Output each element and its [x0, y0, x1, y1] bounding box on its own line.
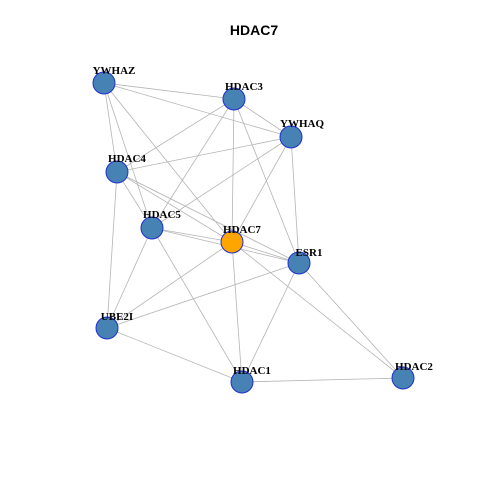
edge-hdac7-hdac1	[231, 241, 243, 383]
node-hdac2[interactable]	[391, 366, 415, 390]
edge-hdac4-esr1	[116, 171, 300, 264]
edge-esr1-hdac1	[241, 262, 300, 383]
node-label-esr1: ESR1	[296, 247, 323, 259]
node-hdac7[interactable]	[220, 230, 244, 254]
node-ube2i[interactable]	[95, 316, 119, 340]
node-ywhaz[interactable]	[92, 71, 116, 95]
edge-ywhaz-hdac3	[103, 82, 235, 100]
edge-hdac4-ube2i	[106, 171, 118, 329]
node-label-hdac5: HDAC5	[143, 209, 181, 221]
edge-hdac5-hdac7	[151, 227, 233, 243]
edge-hdac5-hdac1	[151, 227, 243, 383]
edge-ywhaq-esr1	[290, 136, 300, 264]
edge-hdac4-hdac7	[116, 171, 233, 243]
node-label-ywhaz: YWHAZ	[93, 65, 136, 77]
edge-ywhaq-hdac7	[231, 136, 292, 243]
node-label-hdac3: HDAC3	[225, 81, 263, 93]
node-label-ywhaq: YWHAQ	[280, 118, 324, 130]
node-label-ube2i: UBE2I	[101, 311, 133, 323]
node-hdac3[interactable]	[222, 87, 246, 111]
node-hdac4[interactable]	[105, 160, 129, 184]
node-label-hdac7: HDAC7	[223, 224, 261, 236]
node-label-hdac1: HDAC1	[233, 365, 271, 377]
edge-hdac5-ube2i	[106, 227, 153, 329]
node-label-hdac4: HDAC4	[108, 153, 146, 165]
node-hdac1[interactable]	[230, 370, 254, 394]
edge-ywhaz-ywhaq	[103, 82, 292, 138]
graph-title: HDAC7	[230, 22, 278, 38]
edge-hdac7-ube2i	[106, 241, 233, 329]
edge-ywhaz-hdac7	[103, 82, 233, 243]
node-label-hdac2: HDAC2	[395, 361, 433, 373]
node-ywhaq[interactable]	[279, 125, 303, 149]
edge-hdac7-esr1	[231, 241, 300, 264]
edge-hdac3-hdac4	[116, 98, 235, 173]
edge-esr1-ube2i	[106, 262, 300, 329]
edge-hdac3-hdac5	[151, 98, 235, 229]
edge-hdac7-hdac2	[231, 241, 404, 379]
edge-esr1-hdac2	[298, 262, 404, 379]
edge-hdac3-hdac7	[231, 98, 235, 243]
edge-ywhaz-hdac4	[103, 82, 118, 173]
edge-ywhaq-hdac5	[151, 136, 292, 229]
edge-hdac1-hdac2	[241, 377, 404, 383]
edge-ube2i-hdac1	[106, 327, 243, 383]
edge-ywhaq-hdac4	[116, 136, 292, 173]
node-hdac5[interactable]	[140, 216, 164, 240]
edge-ywhaz-hdac5	[103, 82, 153, 229]
node-esr1[interactable]	[287, 251, 311, 275]
